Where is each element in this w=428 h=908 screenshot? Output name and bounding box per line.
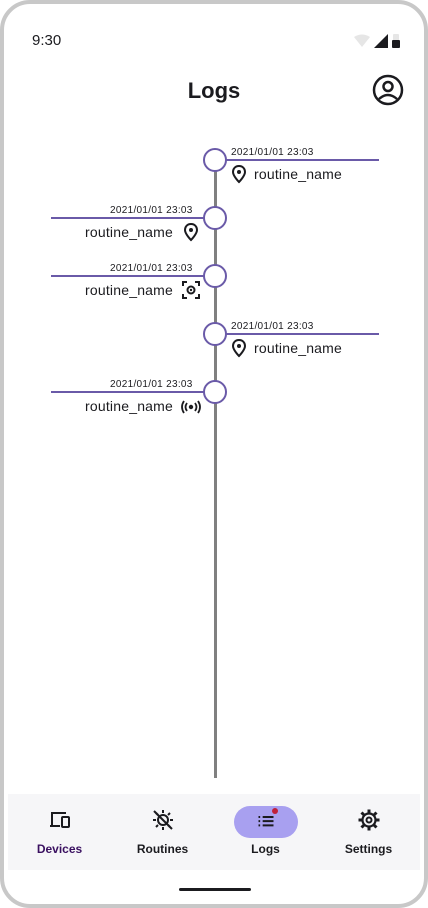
log-timestamp: 2021/01/01 23:03: [110, 263, 193, 274]
signal-icon: [374, 34, 388, 48]
bottom-navigation: Devices Routines Logs Settings: [8, 794, 420, 870]
status-time: 9:30: [32, 32, 62, 49]
nav-item-devices[interactable]: Devices: [8, 794, 111, 870]
timeline-node: [203, 380, 227, 404]
log-timestamp: 2021/01/01 23:03: [110, 379, 193, 390]
wifi-icon: [354, 34, 370, 47]
connector-line: [51, 275, 205, 277]
timeline-node: [203, 322, 227, 346]
timeline-axis: [214, 166, 217, 778]
gear-icon: [358, 809, 379, 831]
center-focus-icon: [182, 281, 200, 299]
battery-icon: [392, 34, 400, 48]
timeline-node: [203, 264, 227, 288]
connector-line: [51, 217, 205, 219]
timeline-node: [203, 148, 227, 172]
page-title: Logs: [187, 78, 241, 103]
timeline-node: [203, 206, 227, 230]
nav-label-routines: Routines: [136, 842, 189, 856]
nav-item-routines[interactable]: Routines: [111, 794, 214, 870]
devices-icon: [49, 812, 70, 828]
app-screen: 9:30 Logs 2021/01/01 23:03 routine_name …: [8, 8, 420, 900]
log-timestamp: 2021/01/01 23:03: [231, 147, 314, 158]
location-pin-icon: [231, 338, 247, 358]
nav-label-devices: Devices: [36, 842, 83, 856]
connector-line: [226, 159, 379, 161]
log-timestamp: 2021/01/01 23:03: [110, 205, 193, 216]
broadcast-icon: [181, 400, 201, 414]
log-routine-name: routine_name: [254, 166, 343, 182]
nav-item-settings[interactable]: Settings: [317, 794, 420, 870]
routine-icon: [152, 810, 173, 830]
log-routine-name: routine_name: [85, 224, 174, 240]
connector-line: [51, 391, 205, 393]
status-icons: [354, 34, 400, 48]
log-routine-name: routine_name: [85, 398, 174, 414]
nav-label-logs: Logs: [251, 842, 280, 856]
connector-line: [226, 333, 379, 335]
location-pin-icon: [231, 164, 247, 184]
log-timestamp: 2021/01/01 23:03: [231, 321, 314, 332]
nav-label-settings: Settings: [344, 842, 393, 856]
log-routine-name: routine_name: [254, 340, 343, 356]
list-icon: [258, 816, 273, 827]
home-indicator[interactable]: [179, 888, 251, 891]
notification-badge: [271, 808, 278, 814]
nav-item-logs[interactable]: Logs: [214, 794, 317, 870]
account-circle-icon[interactable]: [372, 74, 404, 106]
location-pin-icon: [183, 222, 199, 242]
log-routine-name: routine_name: [85, 282, 174, 298]
